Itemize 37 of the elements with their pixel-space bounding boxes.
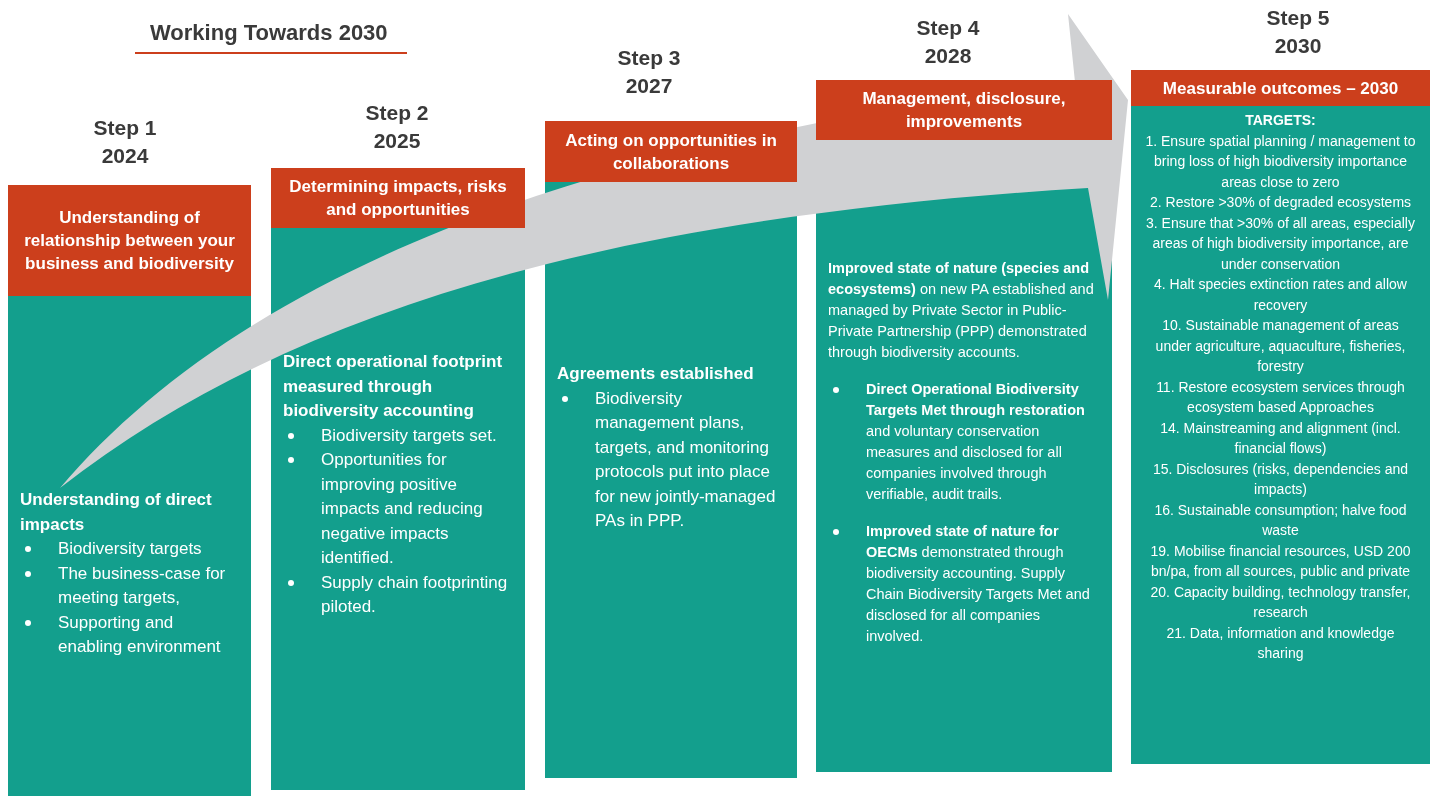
bullet-item: Improved state of nature for OECMs demonstrated through biodiversity accounting. Supply Chain Biodiversity Targets Met and disclosed for all companies involved. <box>828 521 1100 647</box>
bullet-item: Direct Operational Biodiversity Targets Met through restoration and voluntary conservation measures and disclosed for all companies involved through verifiable, audit trails. <box>828 379 1100 505</box>
target-item: 10. Sustainable management of areas under agriculture, aquaculture, fisheries, forestry <box>1154 316 1407 376</box>
bullet-item: Supporting and enabling environment <box>20 610 239 660</box>
target-item: 20. Capacity building, technology transfer, research <box>1149 582 1412 622</box>
bullet-item: The business-case for meeting targets, <box>20 561 239 611</box>
bullet-item: Biodiversity targets <box>20 537 239 562</box>
banner-text: Management, disclosure, improvements <box>861 88 1067 133</box>
column-heading: TARGETS: <box>1244 111 1317 130</box>
step-label: Step 5 2030 <box>1265 5 1331 59</box>
target-item: 19. Mobilise financial resources, USD 200 bn/pa, from all sources, public and private <box>1149 541 1412 581</box>
banner-text: Determining impacts, risks and opportunities <box>288 176 508 221</box>
target-item: 2. Restore >30% of degraded ecosystems <box>1148 193 1413 212</box>
target-item: 1. Ensure spatial planning / management to bring loss of high biodiversity importance areas close to zero <box>1144 131 1417 192</box>
target-item: 4. Halt species extinction rates and allow recovery <box>1153 275 1408 315</box>
target-item: 14. Mainstreaming and alignment (incl. financial flows) <box>1159 418 1402 458</box>
body-paragraph: Improved state of nature (species and ecosystems) on new PA established and managed by Private Sector in Public-Private Partnership (PPP) demonstrated through biodiversity accounts. <box>828 259 1095 362</box>
target-item: 3. Ensure that >30% of all areas, especially areas of high biodiversity importance, are under conservation <box>1145 213 1416 274</box>
target-item: 15. Disclosures (risks, dependencies and impacts) <box>1151 459 1410 499</box>
column-heading: Direct operational footprint measured through biodiversity accounting <box>283 351 504 422</box>
bullet-item: Supply chain footprinting piloted. <box>283 570 513 620</box>
bullet-item: Biodiversity management plans, targets, and monitoring protocols put into place for new jointly-managed PAs in PPP. <box>557 386 785 534</box>
target-item: 16. Sustainable consumption; halve food waste <box>1153 500 1408 540</box>
target-item: 21. Data, information and knowledge sharing <box>1165 623 1396 663</box>
step-label: Step 2 2025 <box>364 100 430 154</box>
title-heading: Working Towards 2030 <box>150 20 388 46</box>
banner-text: Understanding of relationship between your business and biodiversity <box>23 207 236 275</box>
banner-text: Measurable outcomes – 2030 <box>1162 77 1399 100</box>
target-item: 11. Restore ecosystem services through ecosystem based Approaches <box>1155 377 1406 417</box>
column-heading: Agreements established <box>557 363 755 385</box>
banner-text: Acting on opportunities in collaborations <box>564 129 778 175</box>
column-heading: Understanding of direct impacts <box>20 489 213 536</box>
bullet-item: Biodiversity targets set. <box>283 423 513 448</box>
step-label: Step 1 2024 <box>92 115 158 169</box>
step-label: Step 3 2027 <box>616 45 682 99</box>
bullet-item: Opportunities for improving positive impacts and reducing negative impacts identified. <box>283 448 513 571</box>
step-label: Step 4 2028 <box>915 15 981 69</box>
